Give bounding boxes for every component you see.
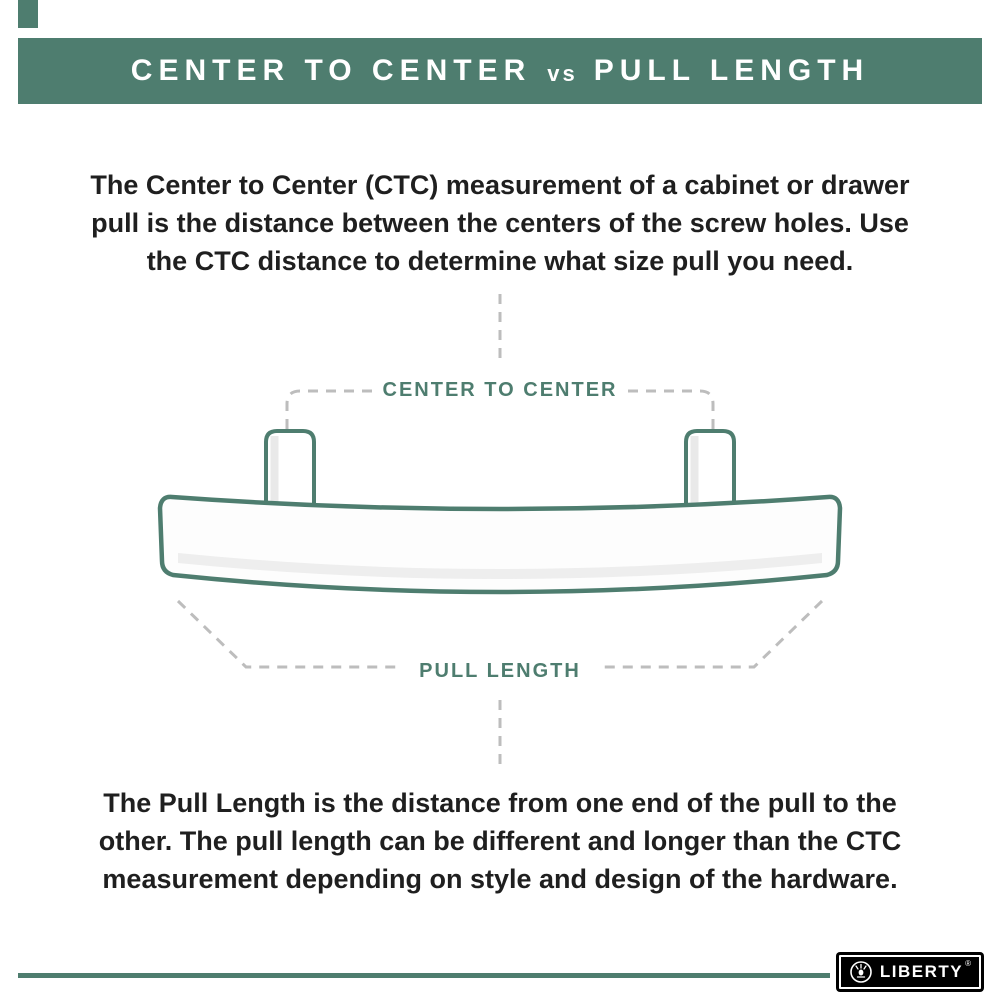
title-left: CENTER TO CENTER — [130, 54, 532, 87]
title-vs: vs — [547, 60, 578, 86]
outro-line-2: other. The pull length can be different … — [98, 826, 902, 856]
footer-rule — [18, 973, 830, 978]
outro-paragraph: The Pull Length is the distance from one… — [0, 784, 1000, 898]
statue-of-liberty-icon — [850, 961, 872, 983]
intro-line-1: The Center to Center (CTC) measurement o… — [90, 170, 910, 200]
pull-handle-shading — [178, 553, 822, 579]
ctc-right-bracket-dashed — [628, 389, 715, 446]
pull-length-left-dashed — [176, 599, 398, 669]
intro-paragraph: The Center to Center (CTC) measurement o… — [0, 166, 1000, 280]
title-banner: CENTER TO CENTER vs PULL LENGTH — [18, 38, 982, 104]
ctc-left-bracket-dashed — [285, 389, 372, 446]
intro-line-3: the CTC distance to determine what size … — [146, 246, 854, 276]
ctc-label: CENTER TO CENTER — [382, 379, 618, 401]
left-post-shading — [270, 436, 279, 506]
pull-length-label: PULL LENGTH — [419, 660, 581, 682]
outro-line-3: measurement depending on style and desig… — [102, 864, 898, 894]
registered-mark: ® — [965, 959, 972, 968]
intro-line-2: pull is the distance between the centers… — [91, 208, 909, 238]
outro-line-1: The Pull Length is the distance from one… — [103, 788, 897, 818]
corner-accent — [18, 0, 38, 28]
pull-length-right-dashed — [602, 599, 824, 669]
brand-name: LIBERTY — [879, 962, 964, 981]
liberty-logo: LIBERTY ® — [836, 952, 984, 992]
right-post-shading — [690, 436, 699, 506]
title-right: PULL LENGTH — [593, 54, 870, 87]
